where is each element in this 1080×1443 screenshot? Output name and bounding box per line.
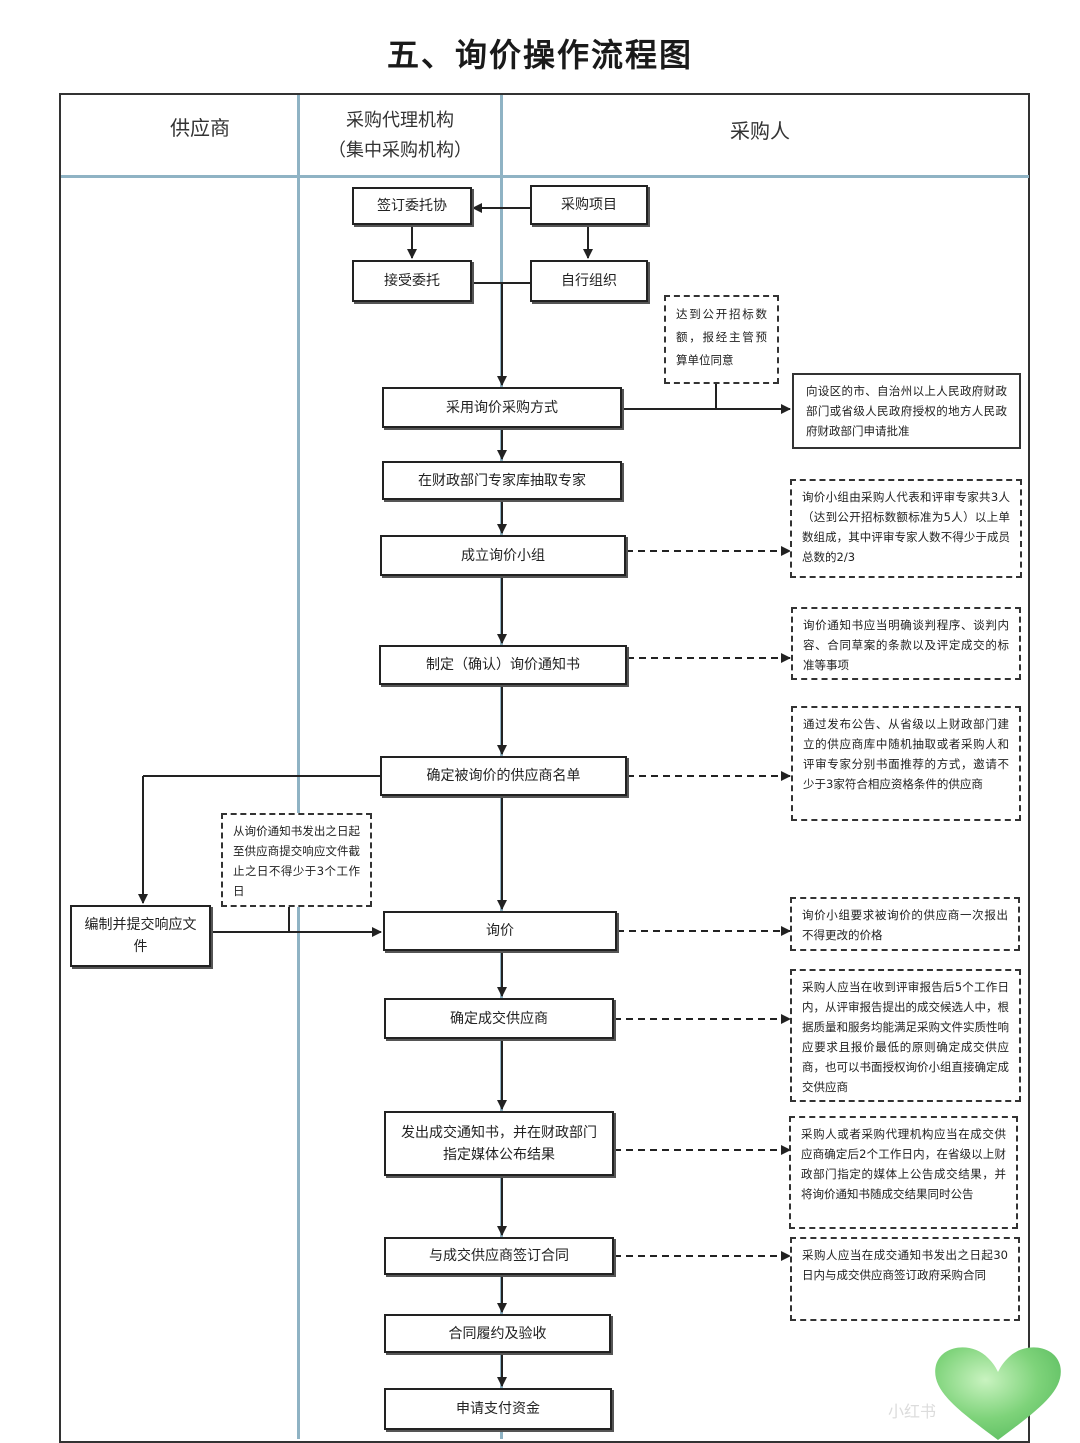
sign-entrust-box: 签订委托协 <box>352 187 472 225</box>
draft-notice-box: 制定（确认）询价通知书 <box>379 645 627 685</box>
lane-header-supplier: 供应商 <box>170 116 230 140</box>
contract-rule-note: 采购人应当在成交通知书发出之日起30日内与成交供应商签订政府采购合同 <box>790 1237 1020 1321</box>
watermark-text: 小红书 <box>888 1402 937 1421</box>
lane-header-agency: 采购代理机构 （集中采购机构） <box>300 106 500 166</box>
threshold-note: 达到公开招标数额，报经主管预算单位同意 <box>664 295 779 384</box>
self-organize-box: 自行组织 <box>530 260 648 302</box>
purchase-project-box: 采购项目 <box>530 185 648 225</box>
lane-header-purchaser: 采购人 <box>730 119 790 143</box>
draw-experts-box: 在财政部门专家库抽取专家 <box>382 461 622 500</box>
page-title: 五、询价操作流程图 <box>386 36 693 74</box>
prepare-response-box: 编制并提交响应文件 <box>70 905 211 967</box>
group-composition-note: 询价小组由采购人代表和评审专家共3人（达到公开招标数额标准为5人）以上单数组成，… <box>790 479 1022 578</box>
header-divider <box>61 175 1029 178</box>
notice-content-note: 询价通知书应当明确谈判程序、谈判内容、合同草案的条款以及评定成交的标准等事项 <box>791 607 1021 680</box>
lane-header-agency-line1: 采购代理机构 <box>346 110 454 131</box>
supplier-selection-note: 通过发布公告、从省级以上财政部门建立的供应商库中随机抽取或者采购人和评审专家分别… <box>791 706 1021 821</box>
perform-accept-box: 合同履约及验收 <box>384 1314 611 1353</box>
lane-header-agency-line2: （集中采购机构） <box>328 140 472 161</box>
accept-entrust-box: 接受委托 <box>352 260 472 302</box>
winner-rule-note: 采购人应当在收到评审报告后5个工作日内，从评审报告提出的成交候选人中，根据质量和… <box>790 969 1021 1102</box>
one-time-quote-note: 询价小组要求被询价的供应商一次报出不得更改的价格 <box>790 897 1020 951</box>
determine-list-box: 确定被询价的供应商名单 <box>380 756 627 796</box>
issue-notice-box: 发出成交通知书，并在财政部门指定媒体公布结果 <box>384 1111 614 1176</box>
announce-rule-note: 采购人或者采购代理机构应当在成交供应商确定后2个工作日内，在省级以上财政部门指定… <box>789 1116 1018 1229</box>
apply-payment-box: 申请支付资金 <box>384 1388 612 1430</box>
response-period-note: 从询价通知书发出之日起至供应商提交响应文件截止之日不得少于3个工作日 <box>221 813 372 907</box>
determine-winner-box: 确定成交供应商 <box>384 998 614 1039</box>
heart-sticker-icon <box>935 1347 1061 1440</box>
lane-divider-left <box>297 95 300 1439</box>
adopt-inquiry-box: 采用询价采购方式 <box>382 387 622 428</box>
approval-note: 向设区的市、自治州以上人民政府财政部门或省级人民政府授权的地方人民政府财政部门申… <box>792 373 1021 449</box>
sign-contract-box: 与成交供应商签订合同 <box>384 1237 614 1275</box>
form-group-box: 成立询价小组 <box>380 535 626 576</box>
inquiry-box: 询价 <box>383 911 617 951</box>
